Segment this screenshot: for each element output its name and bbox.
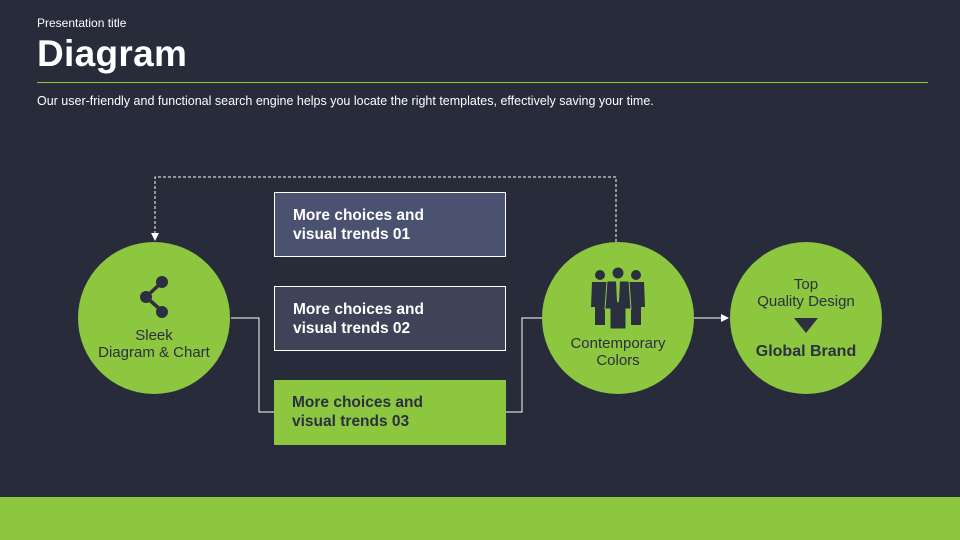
page-title: Diagram bbox=[37, 33, 188, 74]
trend-box-03: More choices and visual trends 03 bbox=[274, 380, 506, 445]
connector-left-to-box-3 bbox=[231, 317, 274, 413]
people-group-icon bbox=[591, 267, 645, 329]
circle-mid-line1: Contemporary bbox=[570, 335, 666, 352]
global-brand-label: Global Brand bbox=[755, 343, 857, 360]
subtitle: Our user-friendly and functional search … bbox=[37, 94, 654, 108]
footer-bar bbox=[0, 497, 960, 540]
feedback-dashed-line bbox=[151, 176, 617, 242]
circle-contemporary-colors: Contemporary Colors bbox=[542, 242, 694, 394]
presentation-title: Presentation title bbox=[37, 16, 127, 30]
trend-box-02: More choices and visual trends 02 bbox=[274, 286, 506, 351]
box-3-line1: More choices and bbox=[292, 394, 423, 411]
box-1-line2: visual trends 01 bbox=[293, 226, 411, 243]
circle-mid-line2: Colors bbox=[596, 352, 640, 369]
box-1-line1: More choices and bbox=[293, 207, 424, 224]
circle-right-line2: Quality Design bbox=[757, 293, 855, 310]
share-icon bbox=[140, 276, 168, 318]
trend-box-01: More choices and visual trends 01 bbox=[274, 192, 506, 257]
title-divider bbox=[37, 82, 928, 83]
circle-right-line1: Top bbox=[793, 276, 819, 293]
box-3-line2: visual trends 03 bbox=[292, 413, 410, 430]
circle-left-line1: Sleek bbox=[135, 327, 173, 344]
circle-left-line2: Diagram & Chart bbox=[98, 344, 210, 361]
circle-top-quality: Top Quality Design Global Brand bbox=[730, 242, 882, 394]
triangle-down-icon bbox=[794, 318, 818, 333]
connector-box-3-to-middle bbox=[506, 317, 542, 413]
box-2-line2: visual trends 02 bbox=[293, 320, 411, 337]
box-2-line1: More choices and bbox=[293, 301, 424, 318]
circle-sleek-diagram: Sleek Diagram & Chart bbox=[78, 242, 230, 394]
